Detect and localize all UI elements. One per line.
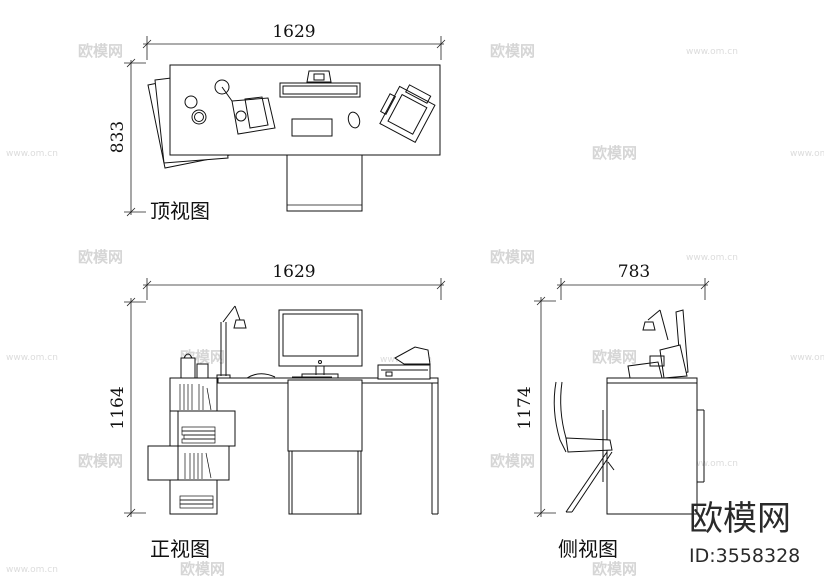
front-width-value: 1629 (272, 262, 315, 282)
chair-front (287, 379, 363, 515)
side-height-value: 1174 (515, 386, 535, 429)
monitor-front (278, 309, 363, 367)
side-width-dimension: 783 (556, 262, 710, 300)
brand-logo-text: 欧模网 (689, 499, 791, 539)
watermark-logo: 欧模网 (490, 452, 535, 470)
front-height-value: 1164 (108, 386, 128, 429)
watermark-logo: 欧模网 (490, 42, 535, 60)
book-top (231, 97, 276, 135)
bookshelf-front (147, 353, 236, 515)
lamp-base-top (214, 79, 230, 95)
watermark-logo: 欧模网 (490, 248, 535, 266)
watermark-site: www.om.cn (790, 353, 824, 363)
watermark-logo: 欧模网 (78, 42, 123, 60)
watermark-site: www.om.cn (686, 459, 738, 469)
watermark-logo: 欧模网 (592, 144, 637, 162)
front-view: 1629 1164 (108, 262, 446, 561)
cup-icon (191, 109, 207, 125)
monitor-stand-top (306, 70, 332, 83)
desk-side (606, 377, 698, 515)
side-view: 783 1174 (515, 262, 710, 561)
side-width-value: 783 (618, 262, 650, 282)
top-view: 1629 833 (108, 22, 446, 223)
chair-side (553, 381, 615, 513)
desk-lamp-side (642, 309, 669, 341)
printer-front (377, 346, 431, 380)
watermark-logo: 欧模网 (78, 452, 123, 470)
side-height-dimension: 1174 (515, 296, 556, 518)
brand-id-text: ID:3558328 (689, 545, 800, 567)
top-width-value: 1629 (272, 22, 315, 42)
monitor-side (627, 309, 689, 379)
side-view-title: 侧视图 (558, 537, 618, 561)
desk-lamp-front (216, 305, 247, 379)
watermark-logo: 欧模网 (592, 560, 637, 578)
keyboard-top (291, 118, 333, 137)
watermark-site: www.om.cn (790, 149, 824, 159)
chair-top (286, 149, 363, 212)
top-view-title: 顶视图 (150, 199, 210, 223)
watermark-site: www.om.cn (6, 353, 58, 363)
watermark-logo: 欧模网 (592, 348, 637, 366)
front-height-dimension: 1164 (108, 297, 146, 518)
brand-watermark: 欧模网 ID:3558328 (689, 499, 800, 567)
watermark-logo: 欧模网 (180, 560, 225, 578)
top-depth-dimension: 833 (108, 58, 146, 217)
front-view-title: 正视图 (150, 537, 210, 561)
watermark-logo: 欧模网 (78, 248, 123, 266)
top-depth-value: 833 (108, 121, 128, 153)
watermark-site: www.om.cn (686, 253, 738, 263)
cup-icon (184, 95, 198, 109)
top-width-dimension: 1629 (142, 22, 446, 60)
watermark-site: www.om.cn (686, 47, 738, 57)
watermark-site: www.om.cn (6, 149, 58, 159)
watermark-site: www.om.cn (6, 565, 58, 575)
monitor-top (279, 82, 361, 98)
printer-top (379, 84, 436, 143)
front-width-dimension: 1629 (142, 262, 446, 300)
mouse-icon (347, 111, 361, 129)
